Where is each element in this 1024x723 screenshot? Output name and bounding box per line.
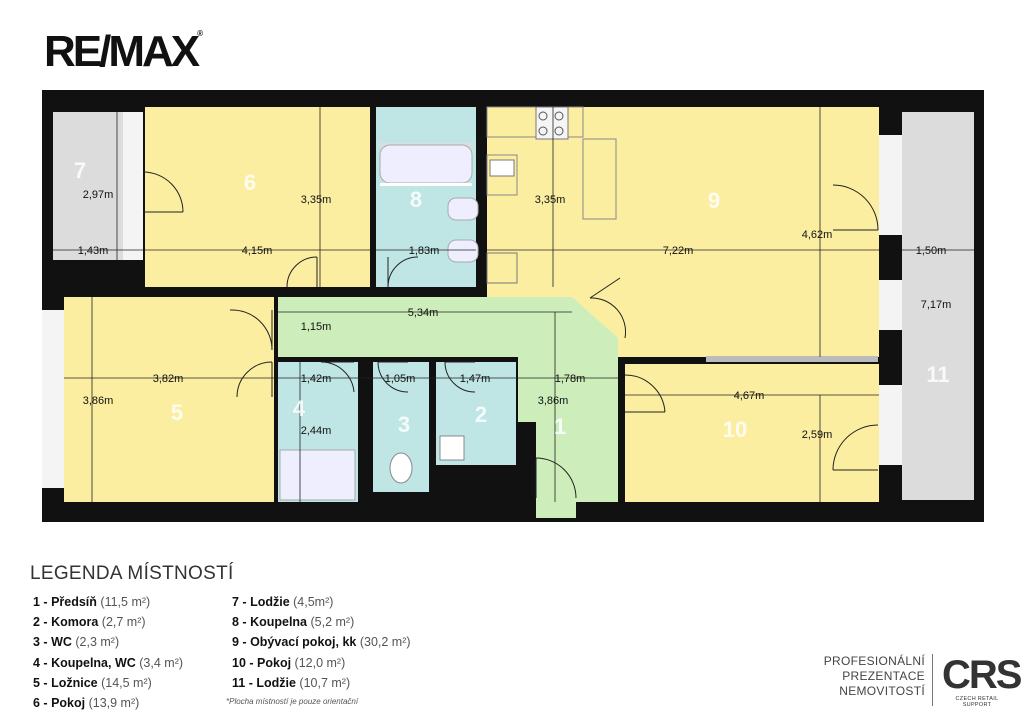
sink-8a xyxy=(447,197,479,221)
dim-label: 4,62m xyxy=(802,229,833,241)
room-label-1: 1 xyxy=(554,414,566,439)
room-label-7: 7 xyxy=(74,158,86,183)
dim-label: 1,50m xyxy=(916,245,947,257)
legend-item: 9 - Obývací pokoj, kk (30,2 m²) xyxy=(232,635,411,650)
kitchen-sink xyxy=(489,159,515,177)
remax-logo: RE/MAX® xyxy=(44,27,204,76)
dim-label: 4,15m xyxy=(242,245,273,257)
dim-label: 1,83m xyxy=(409,245,440,257)
legend-item: 1 - Předsíň (11,5 m²) xyxy=(33,595,151,609)
legend-item: 10 - Pokoj (12,0 m²) xyxy=(232,655,346,670)
crs-logo: CRS CZECH RETAIL SUPPORT xyxy=(942,653,1022,708)
dim-label: 1,47m xyxy=(460,373,491,385)
promo-text: PROFESIONÁLNÍ PREZENTACE NEMOVITOSTÍ xyxy=(823,654,925,698)
dim-label: 1,15m xyxy=(301,321,332,333)
dim-label: 7,22m xyxy=(663,245,694,257)
legend-column-1: 1 - Předsíň (11,5 m²) 2 - Komora (2,7 m²… xyxy=(33,592,183,713)
sink-8b xyxy=(447,239,479,263)
room-label-4: 4 xyxy=(293,396,306,421)
room-label-5: 5 xyxy=(171,400,183,425)
dim-label: 3,82m xyxy=(153,373,184,385)
dim-label: 4,67m xyxy=(734,390,765,402)
room-6 xyxy=(145,107,370,287)
dim-label: 2,97m xyxy=(83,189,114,201)
legend-item: 2 - Komora (2,7 m²) xyxy=(33,615,146,630)
dim-label: 1,42m xyxy=(301,373,332,385)
dim-label: 3,35m xyxy=(535,194,566,206)
room-label-8: 8 xyxy=(410,187,422,212)
room-label-11: 11 xyxy=(926,362,949,387)
room-1-hall xyxy=(278,297,618,502)
cooktop xyxy=(535,106,569,140)
dim-label: 1,78m xyxy=(555,373,586,385)
legend-item: 6 - Pokoj (13,9 m²) xyxy=(33,696,140,711)
dim-label: 5,34m xyxy=(408,307,439,319)
dim-label: 1,43m xyxy=(78,245,109,257)
dim-label: 1,05m xyxy=(385,373,416,385)
legend-column-2: 7 - Lodžie (4,5m²) 8 - Koupelna (5,2 m²)… xyxy=(232,592,411,693)
dim-label: 7,17m xyxy=(921,299,952,311)
room-7-loggia xyxy=(53,112,123,260)
legend-title: LEGENDA MÍSTNOSTÍ xyxy=(30,563,234,584)
dim-label: 3,86m xyxy=(83,395,114,407)
room-label-3: 3 xyxy=(398,412,410,437)
room-label-9: 9 xyxy=(708,188,720,213)
room-11-loggia xyxy=(902,112,974,500)
dim-label: 2,59m xyxy=(802,429,833,441)
bathtub xyxy=(379,144,473,184)
legend-item: 3 - WC (2,3 m²) xyxy=(33,635,120,650)
legend-item: 4 - Koupelna, WC (3,4 m²) xyxy=(33,655,184,670)
area-note: *Plocha místností je pouze orientační xyxy=(226,697,359,706)
legend-item: 8 - Koupelna (5,2 m²) xyxy=(232,615,355,630)
legend-item: 11 - Lodžie (10,7 m²) xyxy=(232,675,351,690)
dim-label: 3,35m xyxy=(301,194,332,206)
room-label-6: 6 xyxy=(244,170,256,195)
dim-label: 3,86m xyxy=(538,395,569,407)
legend-item: 5 - Ložnice (14,5 m²) xyxy=(33,675,152,690)
room-label-10: 10 xyxy=(723,417,747,442)
room-10 xyxy=(625,364,879,502)
room-5 xyxy=(64,297,274,502)
legend-item: 7 - Lodžie (4,5m²) xyxy=(232,595,334,609)
room-label-2: 2 xyxy=(475,402,487,427)
divider xyxy=(932,654,933,706)
window-7 xyxy=(123,112,143,260)
dim-label: 2,44m xyxy=(301,425,332,437)
